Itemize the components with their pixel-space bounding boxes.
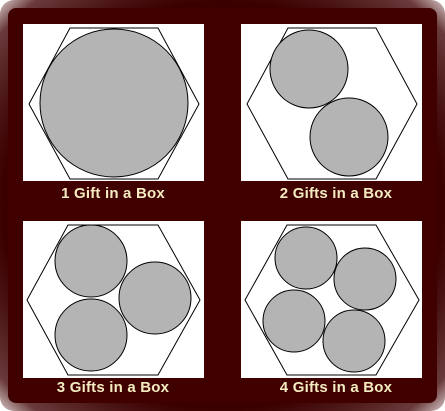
gift-circle xyxy=(269,29,349,109)
gift-circle xyxy=(322,309,386,373)
caption-1: 1 Gift in a Box xyxy=(61,185,165,202)
panel-2-gifts xyxy=(241,24,422,181)
panel-3-gifts xyxy=(23,221,204,378)
hexagon-box xyxy=(244,224,420,376)
gift-circle xyxy=(262,289,326,353)
hexagon-box xyxy=(28,27,200,180)
gift-circle xyxy=(333,247,397,311)
packing-diagram-2 xyxy=(246,27,418,180)
hexagon-box xyxy=(26,224,201,376)
packing-diagram-1 xyxy=(28,27,200,180)
gift-circle xyxy=(54,298,128,372)
caption-4: 4 Gifts in a Box xyxy=(279,379,393,396)
gift-circle xyxy=(118,261,192,335)
gift-circle xyxy=(309,97,389,177)
packing-diagram-4 xyxy=(244,224,420,376)
gift-circle xyxy=(39,28,189,178)
packing-diagram-3 xyxy=(26,224,201,376)
caption-3: 3 Gifts in a Box xyxy=(56,379,170,396)
panel-1-gift xyxy=(23,24,204,181)
gift-circle xyxy=(274,226,338,290)
gift-circle xyxy=(54,224,128,298)
panel-4-gifts xyxy=(241,221,422,378)
caption-2: 2 Gifts in a Box xyxy=(279,185,393,202)
hexagon-box xyxy=(246,27,418,180)
